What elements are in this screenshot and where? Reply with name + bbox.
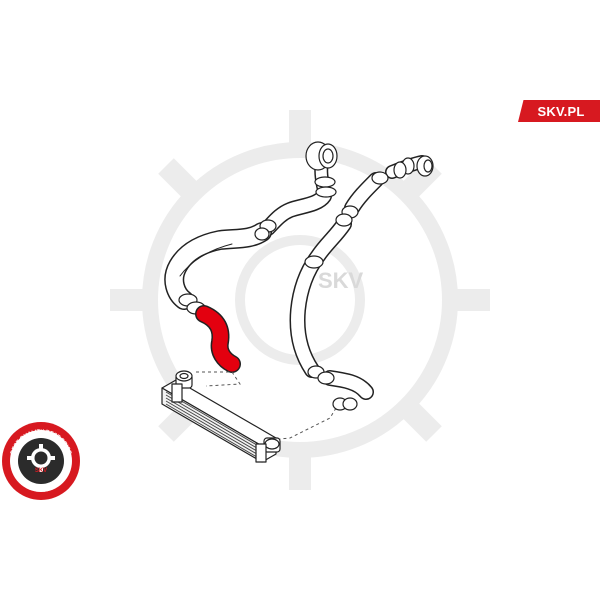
seal-center-text: SKV <box>35 468 47 474</box>
watermark-text: SKV <box>318 268 364 293</box>
hose-clamps-right <box>304 157 415 411</box>
brand-label: SKV.PL <box>537 103 585 119</box>
brand-badge: SKV.PL <box>518 100 600 122</box>
gear-watermark-icon <box>110 110 490 490</box>
turbo-flange <box>305 141 338 171</box>
quality-seal-logo: BEST QUALITY BEST PRICE SKV AUTO PARTS <box>2 422 80 500</box>
highlighted-charge-air-hose <box>195 305 241 373</box>
intercooler <box>161 370 281 463</box>
right-hose-end-cap <box>416 155 434 177</box>
